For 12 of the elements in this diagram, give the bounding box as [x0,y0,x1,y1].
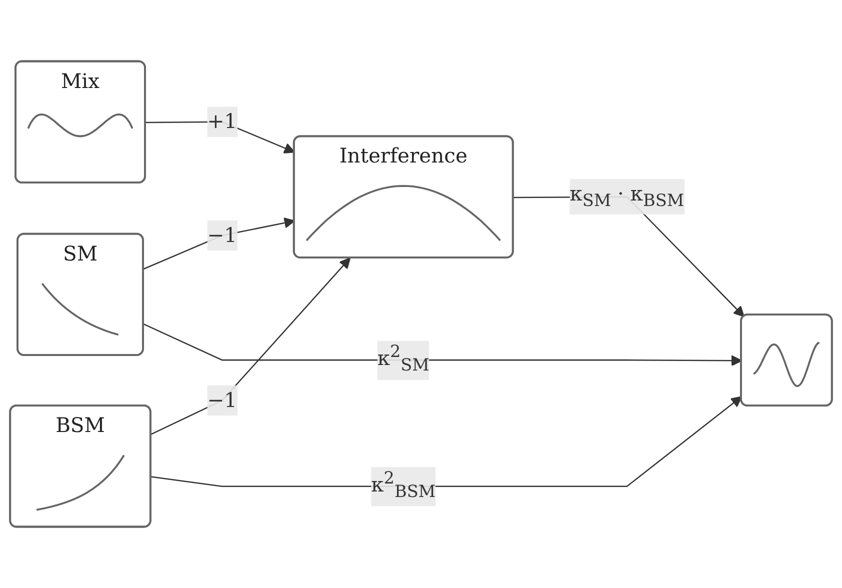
edge-label: −1 [207,388,238,412]
edge-label: κ$_{SM}$ · κ$_{BSM}$ [570,182,684,211]
plot-box: Interference [292,135,514,258]
plot-box: Mix [14,60,146,184]
arrow [150,396,742,487]
arrow [143,217,295,270]
plot-box [740,314,833,406]
edge-label: +1 [207,109,238,134]
edge-label: −1 [207,222,238,247]
arrow [150,258,351,435]
plot-box: BSM [9,404,152,528]
plot-box: SM [16,232,144,356]
